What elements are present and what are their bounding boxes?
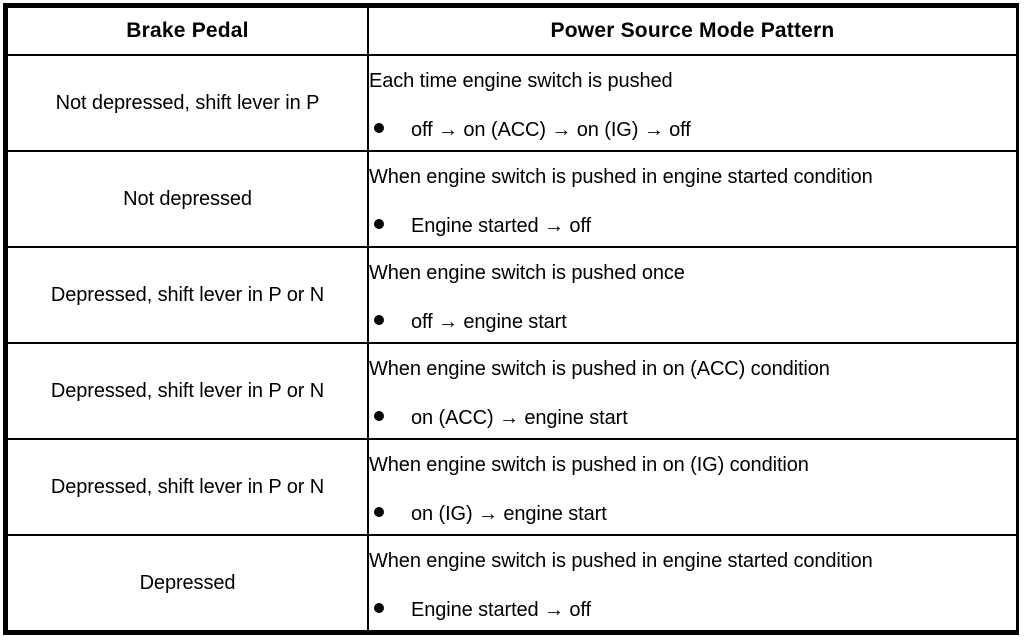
brake-pedal-cell: Depressed (6, 534, 369, 632)
table-body: Not depressed, shift lever in P Each tim… (6, 54, 1018, 632)
pattern-condition-text: When engine switch is pushed once (369, 262, 685, 284)
power-source-mode-pattern-cell: When engine switch is pushed in engine s… (367, 150, 1018, 248)
power-source-mode-pattern-cell: When engine switch is pushed once off → … (367, 246, 1018, 344)
bullet-point-icon (374, 315, 384, 325)
brake-pedal-cell: Not depressed, shift lever in P (6, 54, 369, 152)
table-row: Depressed, shift lever in P or N When en… (6, 438, 1018, 536)
power-source-mode-table: Brake Pedal Power Source Mode Pattern No… (6, 6, 1018, 632)
brake-pedal-cell: Depressed, shift lever in P or N (6, 438, 369, 536)
table-row: Depressed, shift lever in P or N When en… (6, 342, 1018, 440)
pattern-condition-text: When engine switch is pushed in on (IG) … (369, 454, 809, 476)
brake-pedal-cell: Depressed, shift lever in P or N (6, 246, 369, 344)
pattern-condition-text: When engine switch is pushed in engine s… (369, 550, 873, 572)
pattern-bullet-item: on (IG) → engine start (369, 503, 1016, 526)
bullet-point-icon (374, 507, 384, 517)
pattern-bullet-item: Engine started → off (369, 215, 1016, 238)
power-source-mode-pattern-cell: Each time engine switch is pushed off → … (367, 54, 1018, 152)
power-source-mode-pattern-cell: When engine switch is pushed in engine s… (367, 534, 1018, 632)
brake-pedal-cell: Not depressed (6, 150, 369, 248)
pattern-condition-text: When engine switch is pushed in engine s… (369, 166, 873, 188)
brake-pedal-cell: Depressed, shift lever in P or N (6, 342, 369, 440)
bullet-point-icon (374, 219, 384, 229)
pattern-condition-text: When engine switch is pushed in on (ACC)… (369, 358, 830, 380)
power-source-mode-pattern-cell: When engine switch is pushed in on (IG) … (367, 438, 1018, 536)
bullet-point-icon (374, 123, 384, 133)
table-row: Not depressed When engine switch is push… (6, 150, 1018, 248)
column-header-power-source-mode-pattern: Power Source Mode Pattern (367, 6, 1018, 56)
table-row: Depressed When engine switch is pushed i… (6, 534, 1018, 632)
power-source-mode-pattern-cell: When engine switch is pushed in on (ACC)… (367, 342, 1018, 440)
pattern-bullet-item: on (ACC) → engine start (369, 407, 1016, 430)
pattern-condition-text: Each time engine switch is pushed (369, 70, 673, 92)
pattern-transition-text: on (IG) → engine start (411, 503, 607, 525)
pattern-transition-text: on (ACC) → engine start (411, 407, 628, 429)
table-header-row: Brake Pedal Power Source Mode Pattern (6, 6, 1018, 56)
pattern-transition-text: Engine started → off (411, 215, 591, 237)
table-header: Brake Pedal Power Source Mode Pattern (6, 6, 1018, 56)
pattern-bullet-item: off → engine start (369, 311, 1016, 334)
pattern-transition-text: off → on (ACC) → on (IG) → off (411, 119, 691, 141)
pattern-transition-text: Engine started → off (411, 599, 591, 621)
table-row: Depressed, shift lever in P or N When en… (6, 246, 1018, 344)
pattern-transition-text: off → engine start (411, 311, 567, 333)
bullet-point-icon (374, 603, 384, 613)
bullet-point-icon (374, 411, 384, 421)
pattern-bullet-item: Engine started → off (369, 599, 1016, 622)
table-row: Not depressed, shift lever in P Each tim… (6, 54, 1018, 152)
power-source-mode-table-container: Brake Pedal Power Source Mode Pattern No… (3, 3, 1019, 635)
column-header-brake-pedal: Brake Pedal (6, 6, 369, 56)
pattern-bullet-item: off → on (ACC) → on (IG) → off (369, 119, 1016, 142)
